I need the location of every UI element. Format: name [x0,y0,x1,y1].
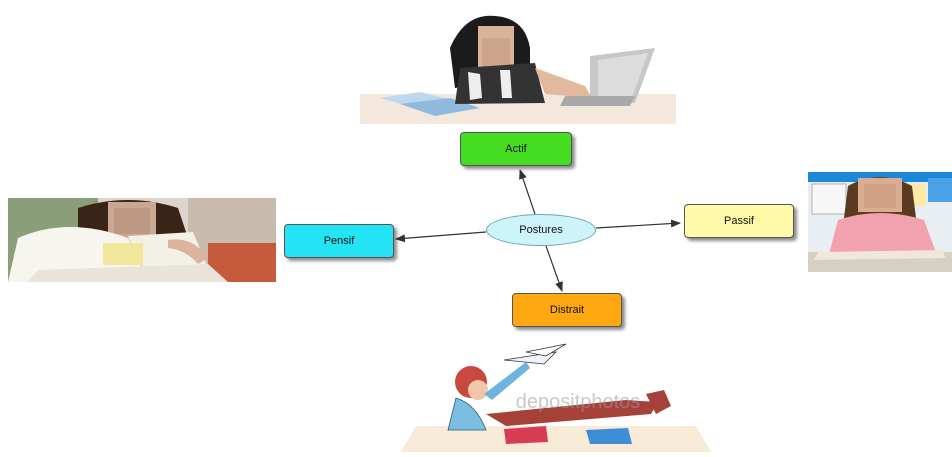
seated-student-photo [808,172,952,272]
distrait-label: Distrait [549,304,585,316]
postures-center-node: Postures [486,214,596,246]
pensif-node: Pensif [284,224,394,258]
distracted-student-illustration: depositphotos [396,334,726,452]
passif-label: Passif [724,215,754,227]
postures-label: Postures [519,224,563,236]
thinking-student-photo [8,198,276,282]
laptop-student-photo [360,8,676,124]
watermark-text: depositphotos [516,391,641,413]
arrow-to-pensif [395,231,487,243]
distrait-node: Distrait [512,293,622,327]
pensif-label: Pensif [323,235,355,247]
passif-node: Passif [684,204,794,238]
arrow-to-actif [519,169,536,215]
actif-label: Actif [505,143,527,155]
arrow-to-passif [595,219,681,229]
actif-node: Actif [460,132,572,166]
arrow-to-distrait [545,245,563,292]
